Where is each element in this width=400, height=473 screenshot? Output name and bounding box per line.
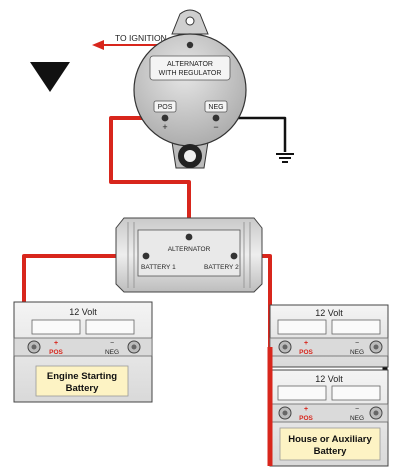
house-bottom-neg-label: NEG — [350, 415, 364, 422]
house-top-pos-sign: + — [304, 340, 308, 347]
house-battery-bottom: 12 Volt + POS − NEG House or Auxiliary B… — [269, 369, 389, 467]
house-bottom-pos-sign: + — [304, 406, 308, 413]
ignition-label: TO IGNITION — [115, 33, 167, 43]
alternator-body — [133, 33, 247, 147]
alt-neg-terminal-icon — [212, 114, 220, 122]
alt-pos-sign: + — [162, 122, 167, 132]
house-battery-label-line1: House or Auxiliary — [288, 434, 372, 445]
house-bottom-pos-label: POS — [299, 415, 313, 422]
alt-neg-terminal-box — [204, 100, 228, 113]
engine-battery-cap-right — [85, 319, 135, 335]
alt-pos-label: POS — [158, 104, 173, 111]
alt-neg-sign: − — [213, 122, 218, 132]
alternator-label-line1: ALTERNATOR — [167, 61, 213, 68]
alt-neg-label: NEG — [208, 104, 223, 111]
isolator-battery1-label: BATTERY 1 — [141, 264, 176, 271]
ignition-arrow-icon — [92, 40, 104, 50]
engine-pos-sign: + — [54, 340, 58, 347]
engine-battery-cap-left — [31, 319, 81, 335]
isolator-alternator-terminal-icon — [185, 233, 193, 241]
engine-battery-label-line2: Battery — [66, 383, 99, 394]
house-top-neg-label: NEG — [350, 349, 364, 356]
house-top-neg-sign: − — [355, 340, 359, 347]
house-top-pos-label: POS — [299, 349, 313, 356]
alternator-label-line2: WITH REGULATOR — [159, 70, 222, 77]
engine-battery-voltage: 12 Volt — [69, 307, 97, 317]
triangle-marker-icon — [30, 62, 70, 92]
house-battery-top: 12 Volt + POS − NEG — [269, 304, 389, 368]
house-bottom-neg-sign: − — [355, 406, 359, 413]
battery-isolator: ALTERNATOR BATTERY 1 BATTERY 2 — [115, 217, 263, 293]
alternator-positive-wire — [109, 116, 191, 232]
engine-neg-label: NEG — [105, 349, 119, 356]
house-battery-label-line2: Battery — [314, 446, 347, 457]
alt-pos-terminal-box — [153, 100, 177, 113]
alt-pos-terminal-icon — [161, 114, 169, 122]
engine-battery-label-line1: Engine Starting — [47, 371, 117, 382]
house-battery-top-case — [269, 304, 389, 368]
alternator-pulley-hub — [184, 150, 196, 162]
house-battery-top-voltage: 12 Volt — [315, 308, 343, 318]
isolator-battery2-terminal-icon — [230, 252, 238, 260]
engine-battery-label-box — [35, 365, 129, 397]
alternator-mount-hole-icon — [185, 16, 195, 26]
engine-battery-terminal-strip — [13, 337, 153, 357]
isolator-label: ALTERNATOR — [168, 246, 211, 253]
alternator: ALTERNATOR WITH REGULATOR POS + NEG − — [133, 9, 247, 169]
engine-neg-sign: − — [110, 340, 114, 347]
isolator-battery2-label: BATTERY 2 — [204, 264, 239, 271]
house-battery-bottom-voltage: 12 Volt — [315, 374, 343, 384]
alternator-label-plate — [149, 55, 231, 81]
ground-icon — [276, 153, 294, 163]
engine-pos-label: POS — [49, 349, 63, 356]
house-battery-label-box — [279, 427, 381, 461]
isolator-battery1-terminal-icon — [142, 252, 150, 260]
alternator-ignition-terminal-icon — [186, 41, 194, 49]
engine-battery: 12 Volt + POS − NEG Engine Starting Batt… — [13, 301, 153, 403]
